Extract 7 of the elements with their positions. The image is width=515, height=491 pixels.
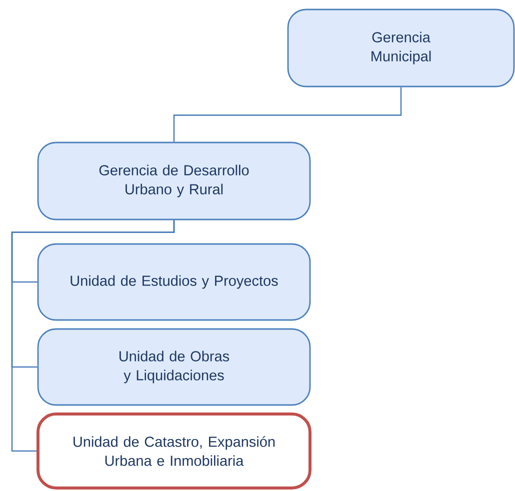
- connector-line: [11, 220, 175, 452]
- org-box: Unidad de Obras y Liquidaciones: [37, 328, 311, 406]
- org-box: Gerencia de Desarrollo Urbano y Rural: [37, 142, 311, 220]
- connector-line: [173, 87, 402, 142]
- org-box: Unidad de Estudios y Proyectos: [37, 243, 311, 321]
- org-box: Unidad de Catastro, Expansión Urbana e Inmobiliaria: [36, 412, 312, 490]
- org-box: Gerencia Municipal: [287, 8, 515, 88]
